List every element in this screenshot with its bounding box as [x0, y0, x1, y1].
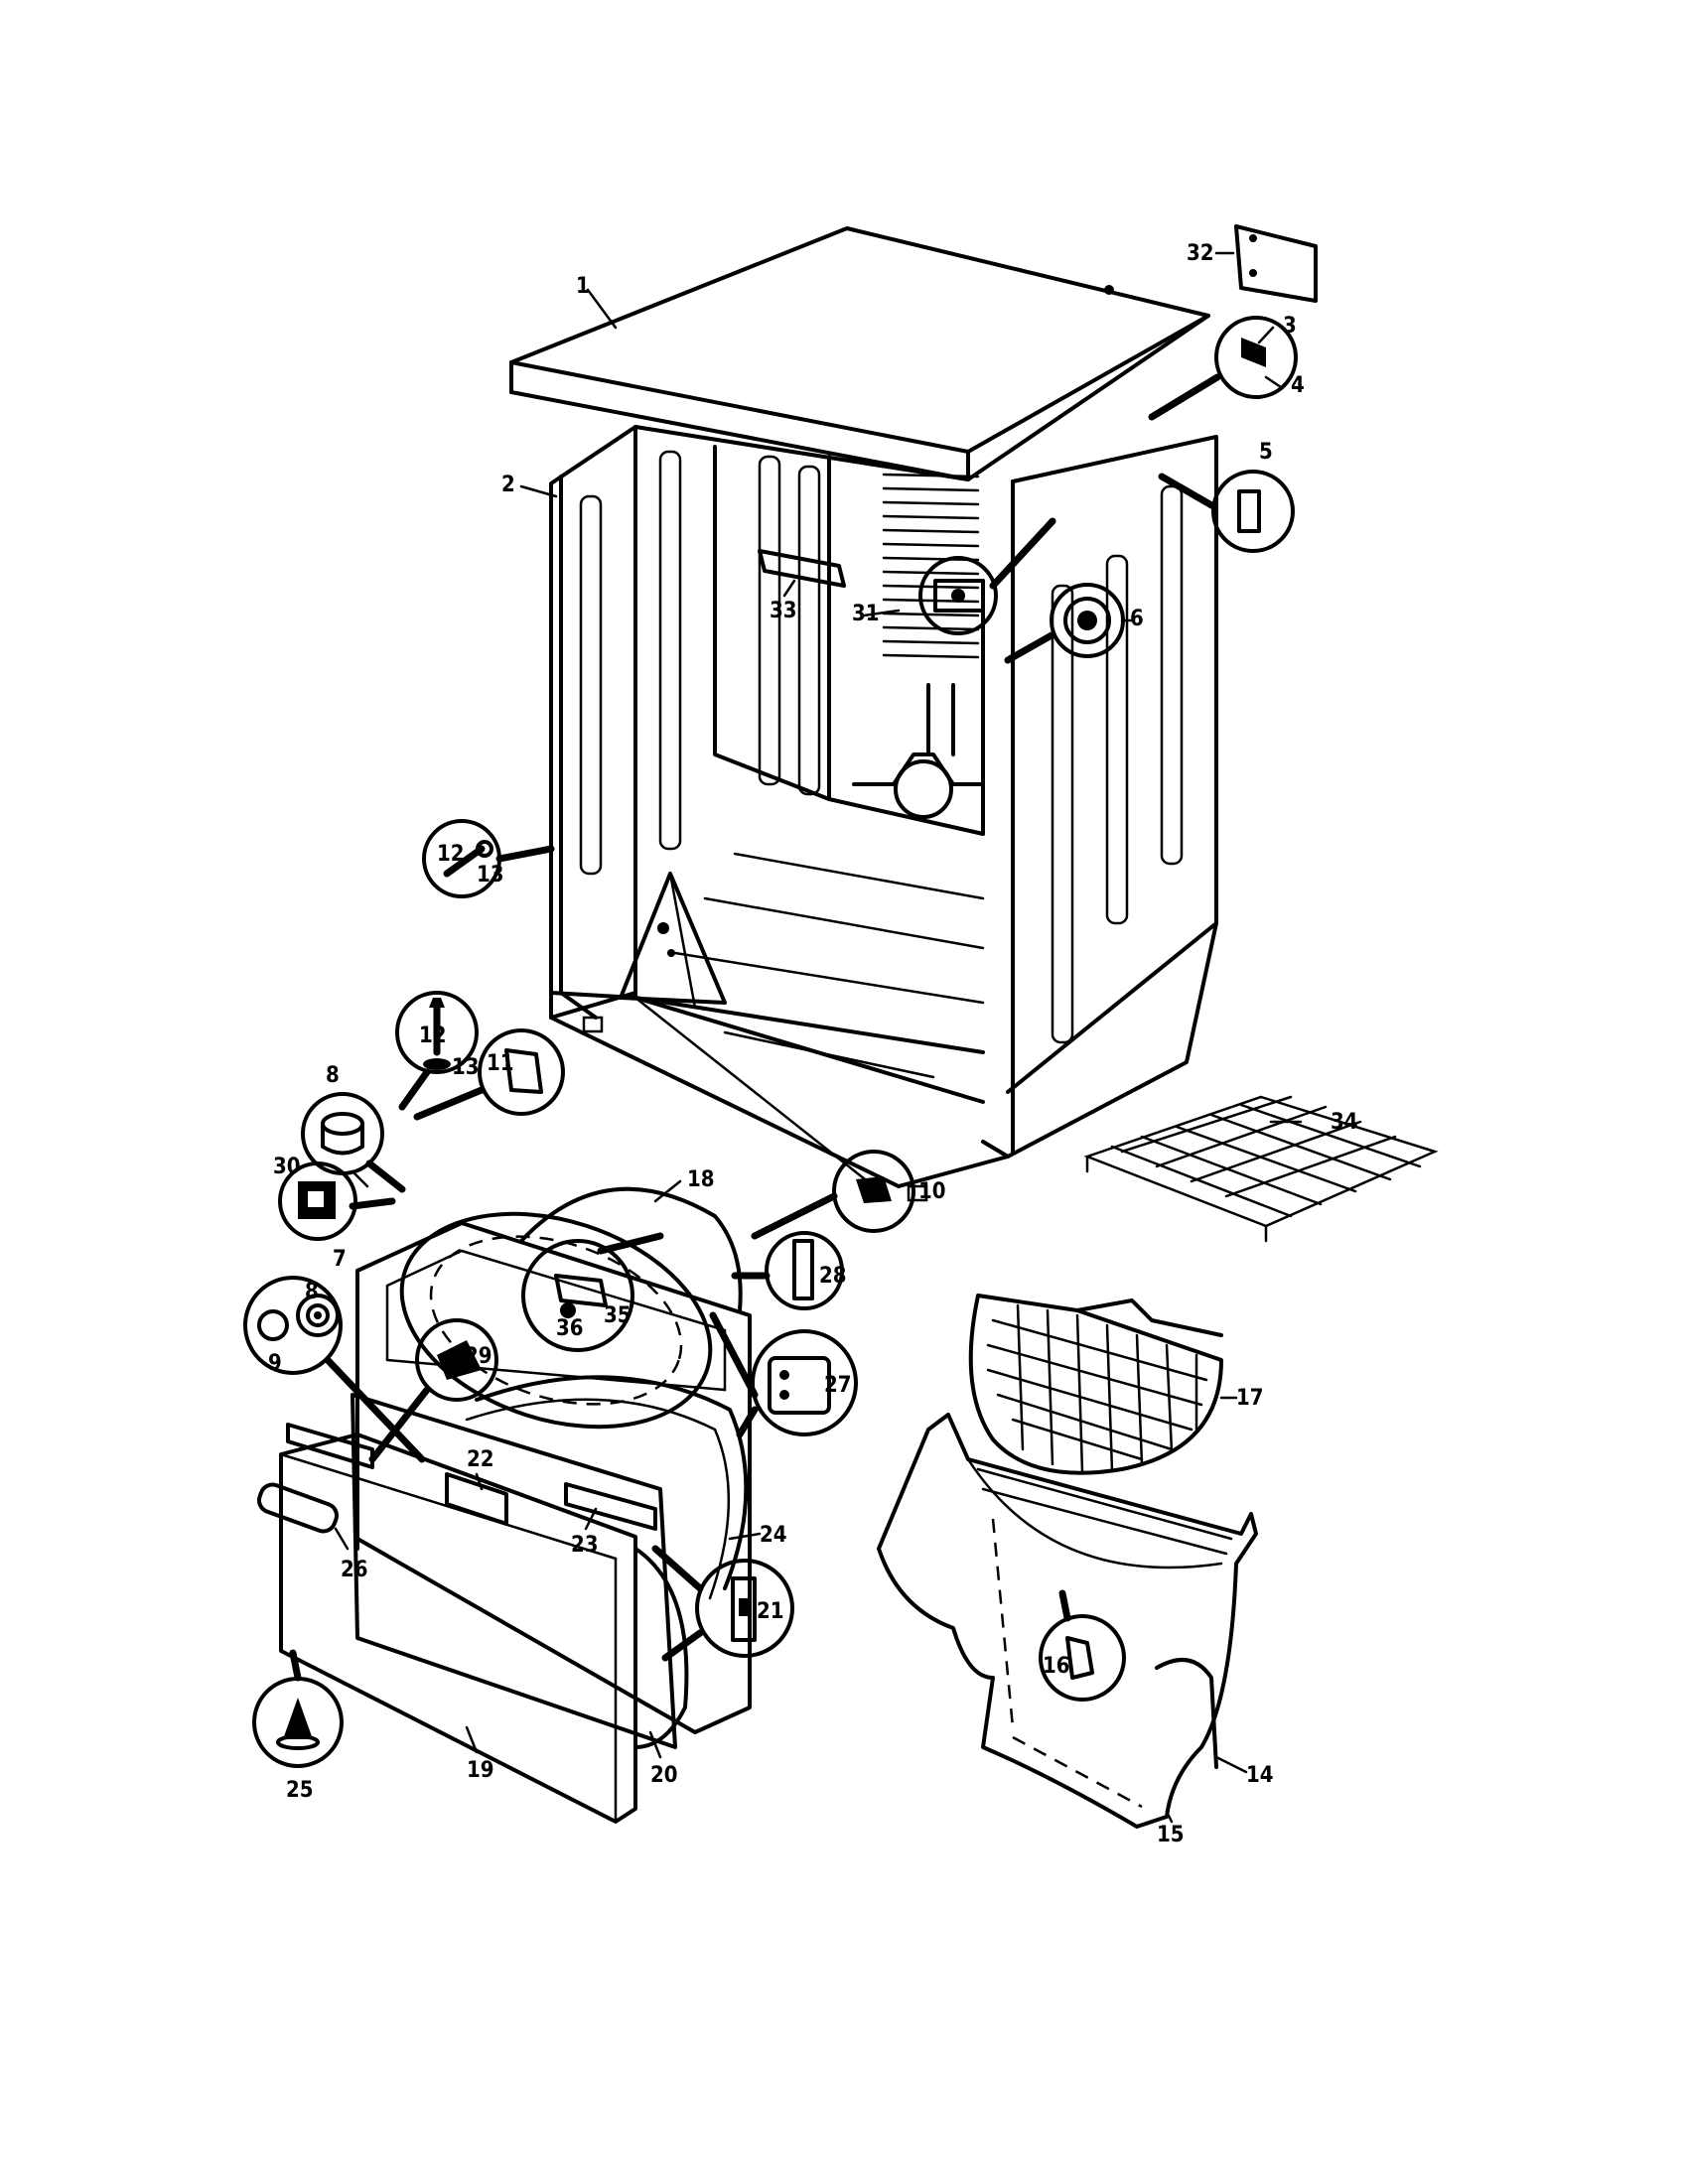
detail-circle-5 [1158, 470, 1295, 553]
cabinet-top-panel [509, 226, 1210, 481]
callout-8-lower: 8 [305, 1280, 319, 1304]
callout-5: 5 [1259, 440, 1273, 465]
callout-17: 17 [1236, 1386, 1264, 1411]
callout-31: 31 [852, 602, 880, 626]
callout-36: 36 [556, 1316, 584, 1341]
detail-circle-16 [1039, 1589, 1126, 1702]
callout-7: 7 [333, 1247, 347, 1272]
callout-6: 6 [1130, 607, 1144, 631]
callout-30: 30 [273, 1155, 301, 1179]
detail-circle-29 [368, 1318, 498, 1463]
detail-circle-35-36 [521, 1232, 664, 1352]
callout-34: 34 [1331, 1110, 1358, 1135]
callout-32: 32 [1187, 241, 1214, 266]
callout-2: 2 [501, 473, 515, 497]
drying-rack [1083, 1095, 1439, 1243]
callout-labels: 1 2 3 4 5 6 7 8 9 10 11 12 13 14 15 16 1… [268, 241, 1358, 1847]
callout-8: 8 [326, 1063, 340, 1088]
detail-circle-27 [709, 1311, 858, 1438]
callout-20: 20 [650, 1763, 678, 1788]
lint-screen [968, 1294, 1223, 1475]
callout-10: 10 [918, 1179, 946, 1204]
callout-25: 25 [286, 1778, 314, 1803]
callout-22: 22 [467, 1447, 494, 1472]
detail-circle-8-upper [301, 1092, 406, 1193]
callout-35: 35 [604, 1303, 632, 1328]
callout-12: 12 [419, 1024, 447, 1048]
callout-13-upper: 13 [477, 863, 504, 887]
detail-circle-3-4 [1148, 316, 1298, 421]
rear-vent-louvres [882, 473, 980, 659]
cabinet-body [549, 425, 1218, 1202]
callout-29: 29 [465, 1344, 492, 1369]
callout-16: 16 [1043, 1654, 1070, 1679]
detail-circle-30 [278, 1161, 396, 1241]
callout-1: 1 [576, 274, 590, 299]
detail-circle-31 [918, 517, 1056, 635]
callout-24: 24 [760, 1523, 787, 1548]
callout-3: 3 [1283, 314, 1297, 339]
callout-21: 21 [757, 1599, 784, 1624]
callout-11: 11 [487, 1051, 514, 1076]
lint-duct-housing [877, 1413, 1258, 1829]
callout-19: 19 [467, 1758, 494, 1783]
detail-circle-6 [1004, 583, 1125, 664]
callout-12-upper: 12 [437, 842, 465, 867]
callout-26: 26 [341, 1558, 368, 1582]
callout-23: 23 [571, 1533, 599, 1558]
callout-14: 14 [1246, 1763, 1274, 1788]
detail-circle-28 [731, 1231, 844, 1310]
callout-18: 18 [687, 1167, 715, 1192]
callout-9: 9 [268, 1351, 282, 1376]
front-panel [351, 1186, 752, 1749]
callout-4: 4 [1291, 373, 1305, 398]
callout-13: 13 [452, 1055, 480, 1080]
callout-28: 28 [819, 1264, 847, 1289]
lint-screen-grid [986, 1303, 1208, 1473]
detail-circle-9 [243, 1276, 426, 1463]
detail-circle-12-13-lower [395, 991, 479, 1111]
leader-lines [334, 251, 1303, 1824]
door-panel [257, 1423, 689, 1824]
detail-circle-25 [252, 1649, 344, 1768]
bracket-plate-32 [1234, 224, 1318, 303]
detail-circle-10 [751, 1150, 915, 1240]
detail-circle-12-13-upper [422, 819, 555, 898]
detail-circle-21 [651, 1545, 794, 1662]
detail-circle-11 [413, 1028, 565, 1121]
callout-15: 15 [1157, 1823, 1185, 1847]
callout-33: 33 [770, 599, 797, 623]
callout-27: 27 [824, 1373, 852, 1398]
